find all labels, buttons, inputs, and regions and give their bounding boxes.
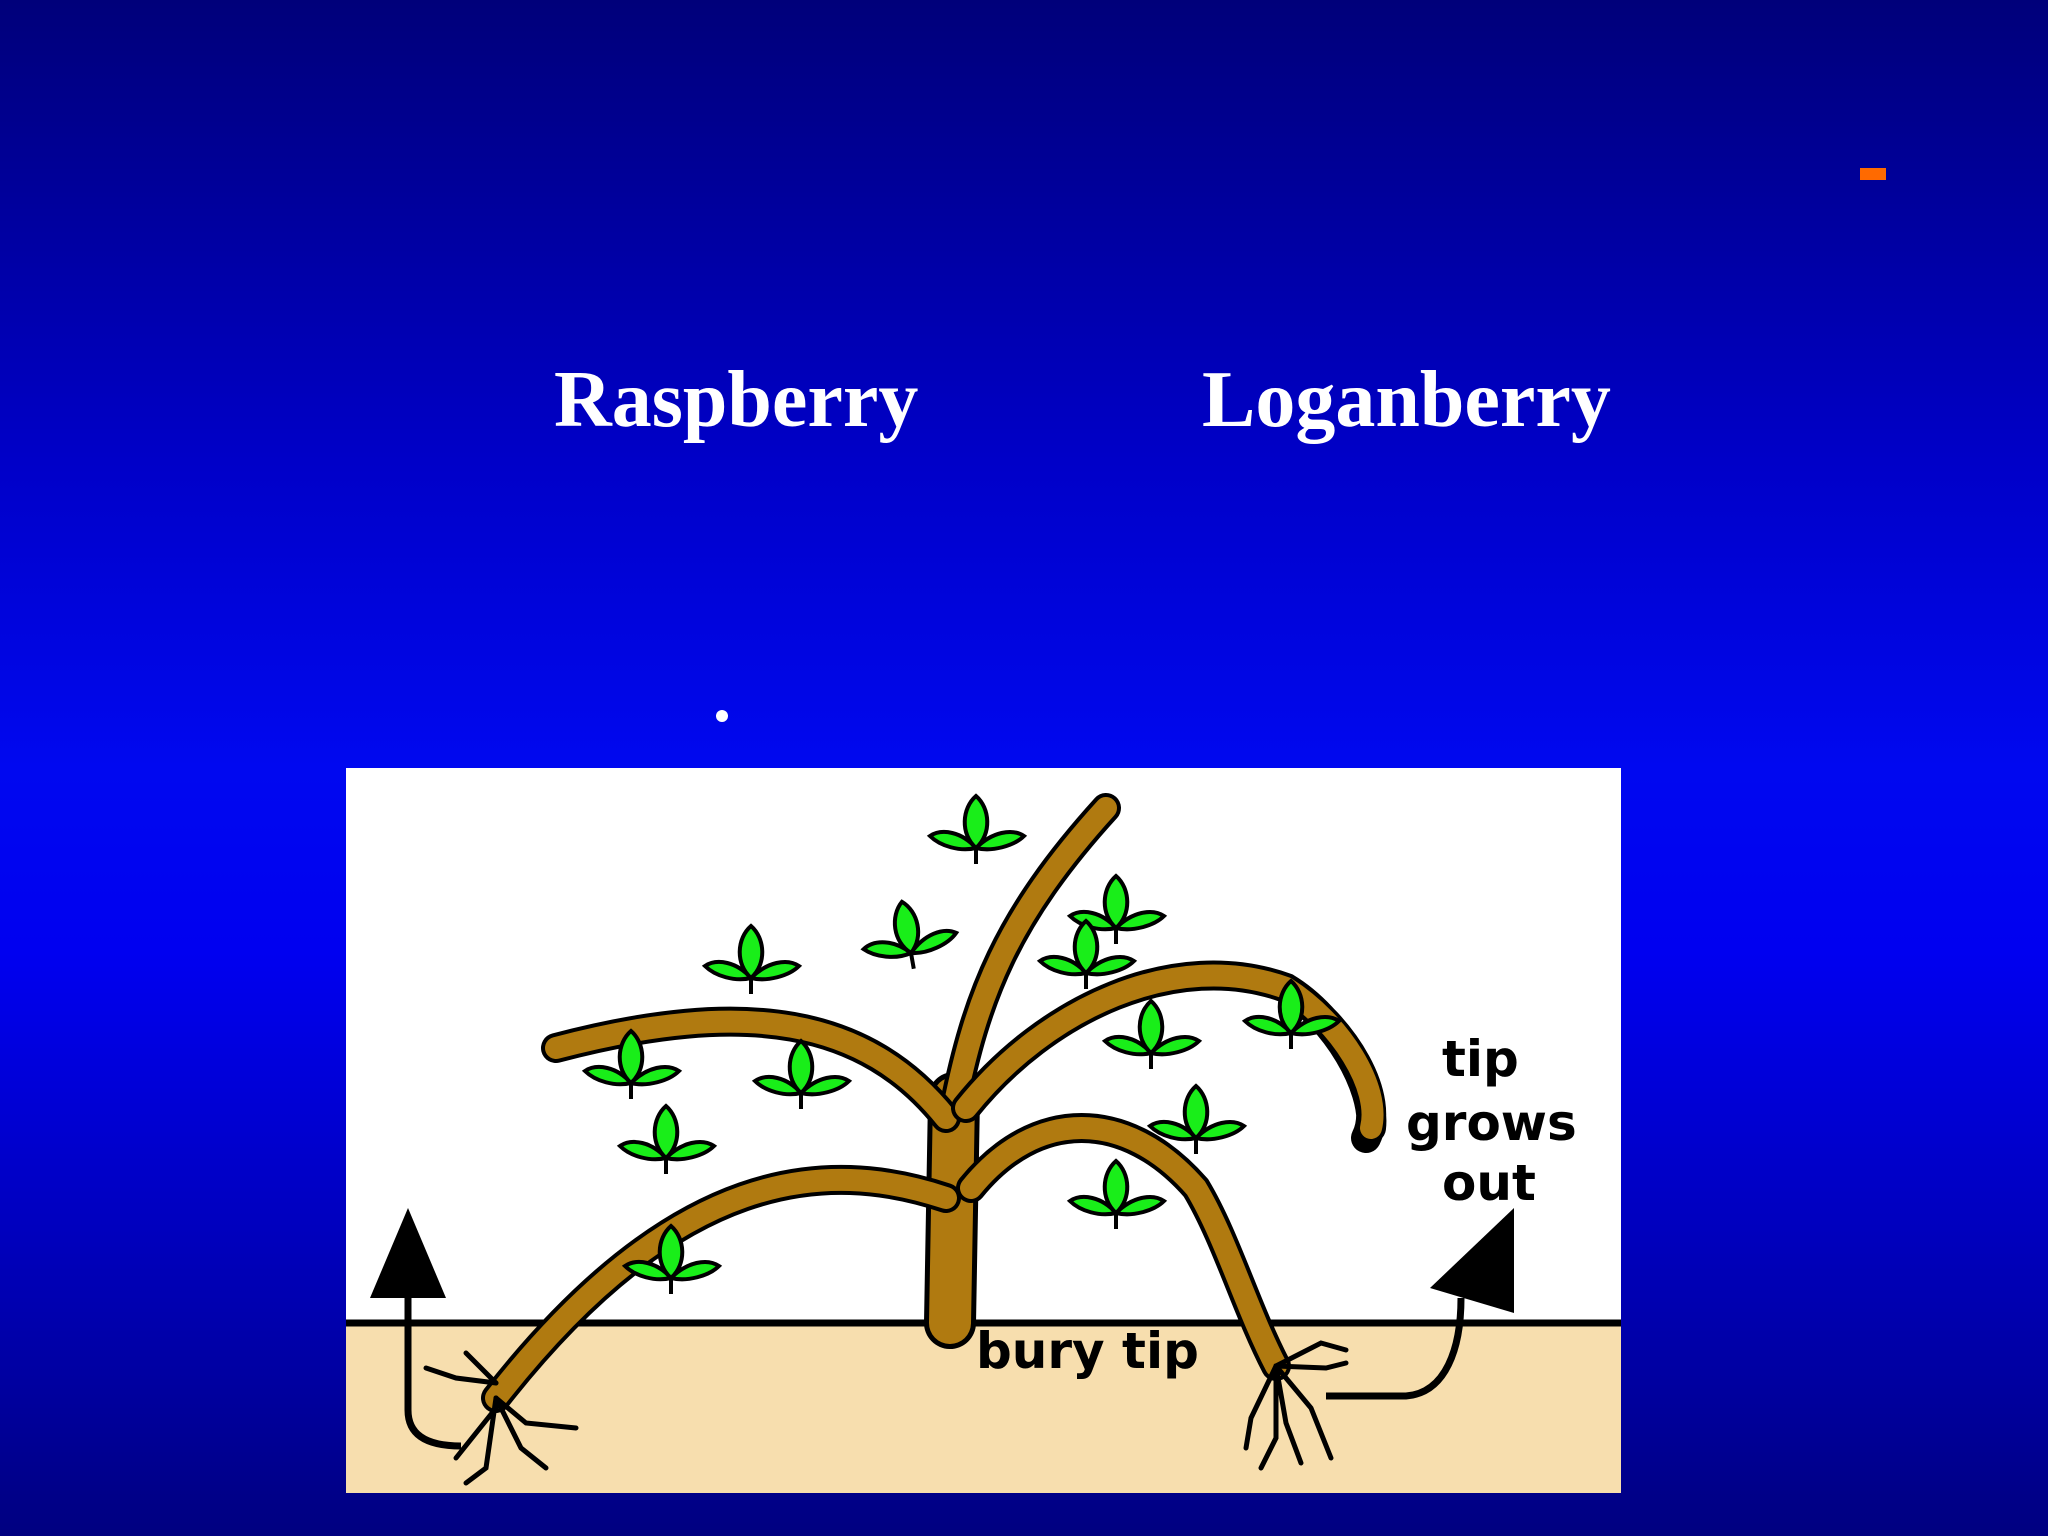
label-out: out bbox=[1442, 1154, 1536, 1212]
label-grows: grows bbox=[1406, 1094, 1577, 1152]
title-raspberry: Raspberry bbox=[554, 356, 919, 444]
tip-layering-diagram: tip grows out bury tip bbox=[346, 768, 1621, 1493]
bullet-dot bbox=[716, 710, 728, 722]
label-tip: tip bbox=[1442, 1030, 1519, 1088]
curved-arrow-icon bbox=[1326, 1208, 1514, 1400]
label-bury-tip: bury tip bbox=[976, 1322, 1199, 1380]
arrow-up-icon bbox=[370, 1208, 462, 1450]
accent-mark bbox=[1860, 168, 1886, 180]
title-loganberry: Loganberry bbox=[1202, 356, 1611, 444]
soil bbox=[346, 1323, 1621, 1493]
root-icon bbox=[423, 1340, 1349, 1486]
